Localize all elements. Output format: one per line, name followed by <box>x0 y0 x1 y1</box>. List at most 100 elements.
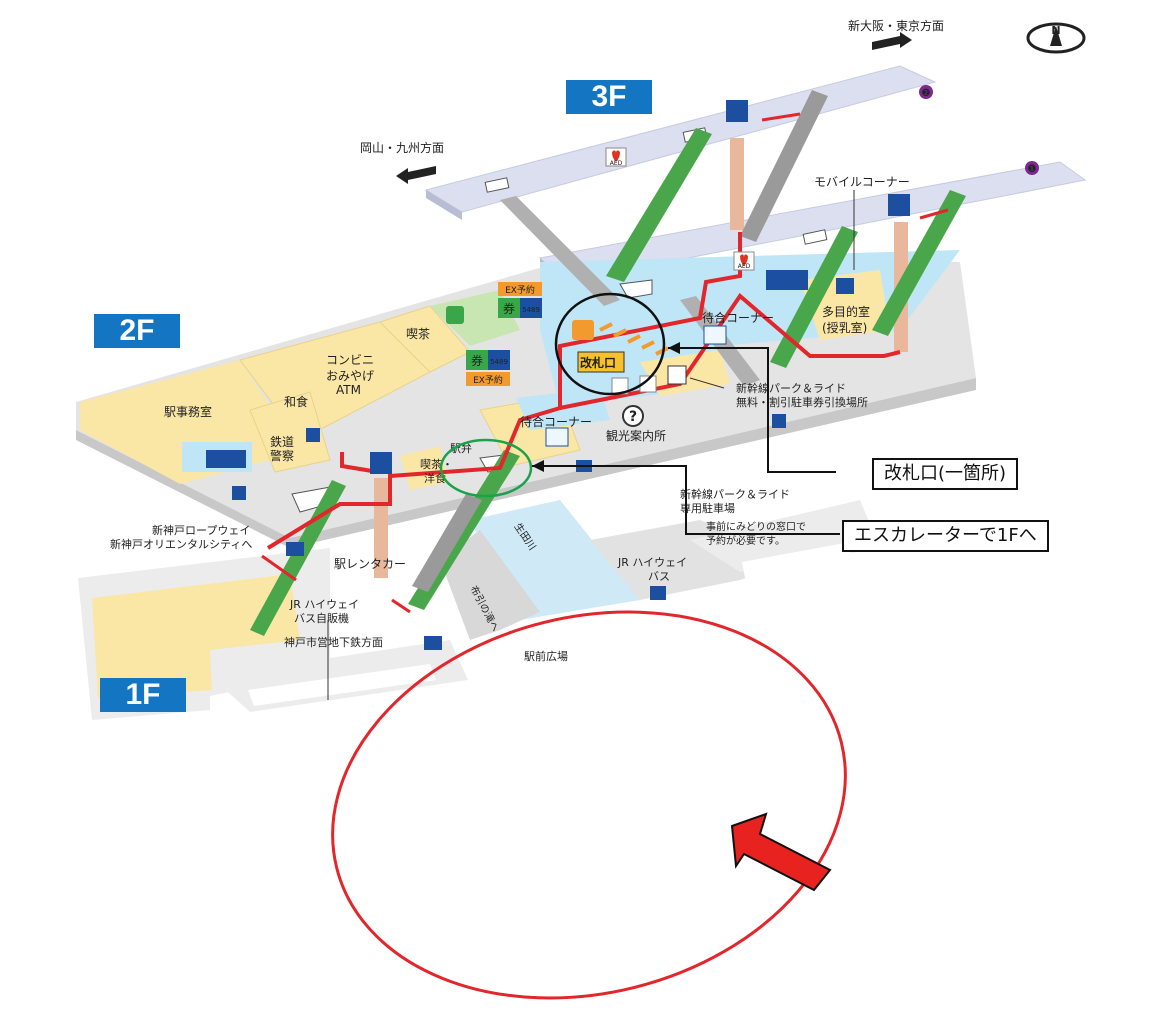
label-railway-police-1: 鉄道 <box>270 434 294 449</box>
label-ekiben: 駅弁 <box>450 441 472 455</box>
heart-icon <box>612 150 620 162</box>
label-5489-upper: 5489 <box>522 306 540 314</box>
label-ex-upper: EX予約 <box>505 284 535 296</box>
ticket-gate-callout-line <box>668 347 836 473</box>
label-park-ride-lot-2: 専用駐車場 <box>680 501 735 515</box>
callout-ticket-gate: 改札口(一箇所) <box>872 458 1019 490</box>
label-park-ride-note-1: 事前にみどりの窓口で <box>706 520 806 533</box>
label-mobile-corner: モバイルコーナー <box>814 175 910 189</box>
label-kissa: 喫茶 <box>406 326 430 341</box>
parking-ticket-icon <box>667 365 687 385</box>
locker-icon <box>232 486 246 500</box>
annotations <box>331 292 847 1000</box>
road <box>440 530 540 640</box>
elevator-icon <box>888 194 910 216</box>
label-rent-a-car: 駅レンタカー <box>334 557 406 571</box>
track-1-number: ❶ <box>1028 164 1037 175</box>
label-omiyage: おみやげ <box>326 369 374 383</box>
label-nursing-room: (授乳室) <box>822 320 867 335</box>
label-waiting-corner-upper: 待合コーナー <box>702 310 774 325</box>
label-park-ride-lot-1: 新幹線パーク＆ライド <box>680 487 790 501</box>
info-icon <box>622 405 644 427</box>
label-aed-2: AED <box>738 263 751 270</box>
track-1-badge <box>1025 161 1039 175</box>
waiting-icon <box>545 427 569 447</box>
label-subway: 神戸市営地下鉄方面 <box>284 635 383 649</box>
label-park-ride-2: 無料・割引駐車券引換場所 <box>736 395 868 409</box>
label-jr-bus-vending-2: バス自販機 <box>294 611 349 625</box>
compass-letter: N <box>1051 24 1060 37</box>
escalator-callout-line <box>532 465 840 535</box>
police-icon <box>306 428 320 442</box>
parking-icon <box>772 414 786 428</box>
elevator-icon <box>370 452 392 474</box>
floor-2f-area <box>76 250 976 548</box>
label-atm: ATM <box>336 383 361 397</box>
floor-badge-1f: 1F <box>100 678 186 712</box>
floor-1f-area <box>78 500 880 720</box>
svg-text:?: ? <box>629 409 637 425</box>
ticket-5489-icon <box>520 298 542 318</box>
label-kissa-yogashi-2: 洋食 <box>424 471 446 485</box>
elevator-icon <box>726 100 748 122</box>
label-multipurpose-room: 多目的室 <box>822 304 870 319</box>
escalators <box>250 90 966 636</box>
label-jr-bus-vending-1: JR ハイウェイ <box>289 598 359 611</box>
label-railway-police-2: 警察 <box>270 448 294 463</box>
floor-badge-2f: 2F <box>94 314 180 348</box>
label-ex-lower: EX予約 <box>473 374 503 386</box>
label-station-office: 駅事務室 <box>164 404 212 419</box>
bus-icon <box>424 636 442 650</box>
pictogram-icons: ? <box>206 22 1086 650</box>
red-pointer-arrow <box>730 812 832 892</box>
label-park-ride-note-2: 予約が必要です。 <box>706 534 785 547</box>
ticket-gate-sign <box>577 351 625 373</box>
label-aed: AED <box>610 160 623 167</box>
accessible-gate-icon <box>572 320 594 340</box>
label-tourist-info: 観光案内所 <box>606 428 666 443</box>
label-waiting-corner-lower: 待合コーナー <box>520 414 592 429</box>
arrow-left-icon <box>396 166 436 184</box>
shop-icon <box>446 306 464 324</box>
ex-reservation-icon <box>466 372 510 386</box>
arrow-right-icon <box>872 32 912 50</box>
nursing-icon <box>836 278 854 294</box>
bus-icon <box>650 586 666 600</box>
label-5489-lower: 5489 <box>490 358 508 366</box>
ticket-office-icon <box>466 350 488 370</box>
label-station-plaza: 駅前広場 <box>524 649 568 663</box>
label-ropeway-1: 新神戸ロープウェイ <box>152 523 250 537</box>
wifi-icon <box>703 325 727 345</box>
ticket-icon <box>639 375 657 393</box>
direction-label-shin-osaka: 新大阪・東京方面 <box>848 18 944 33</box>
track-2-badge <box>919 85 933 99</box>
track-2-number: ❷ <box>922 88 931 99</box>
target-area-ellipse <box>331 610 847 1000</box>
direction-label-okayama: 岡山・九州方面 <box>360 140 444 155</box>
leader-lines <box>327 190 855 700</box>
label-jr-bus-2: バス <box>648 570 670 583</box>
ticket-office-icon <box>498 298 520 318</box>
map-labels: 新大阪・東京方面 岡山・九州方面 N ❷ ❶ モバイルコーナー AED AED … <box>110 18 1061 663</box>
label-ropeway-2: 新神戸オリエンタルシティへ <box>110 537 252 551</box>
escalator-highlight-circle <box>439 438 533 498</box>
label-ken-upper: 券 <box>503 301 515 316</box>
label-park-ride-1: 新幹線パーク＆ライド <box>736 381 846 395</box>
callout-escalator: エスカレーターで1Fへ <box>842 520 1049 552</box>
ticket-gate-highlight-circle <box>554 292 666 396</box>
restroom-icon <box>766 270 808 290</box>
walking-route <box>261 112 949 614</box>
label-convenience: コンビニ <box>326 353 374 367</box>
ticket-gate-icon <box>599 322 669 356</box>
floor-badge-3f: 3F <box>566 80 652 114</box>
ex-reservation-icon <box>498 282 542 296</box>
label-washoku: 和食 <box>284 394 308 409</box>
restroom-icon <box>206 450 246 468</box>
label-kissa-yogashi-1: 喫茶・ <box>420 458 453 471</box>
label-ken-lower: 券 <box>471 353 483 368</box>
ticket-5489-icon <box>488 350 510 370</box>
label-ticket-gate: 改札口 <box>580 355 616 370</box>
bus-icon <box>286 542 304 556</box>
label-jr-bus-1: JR ハイウェイ <box>617 556 687 569</box>
